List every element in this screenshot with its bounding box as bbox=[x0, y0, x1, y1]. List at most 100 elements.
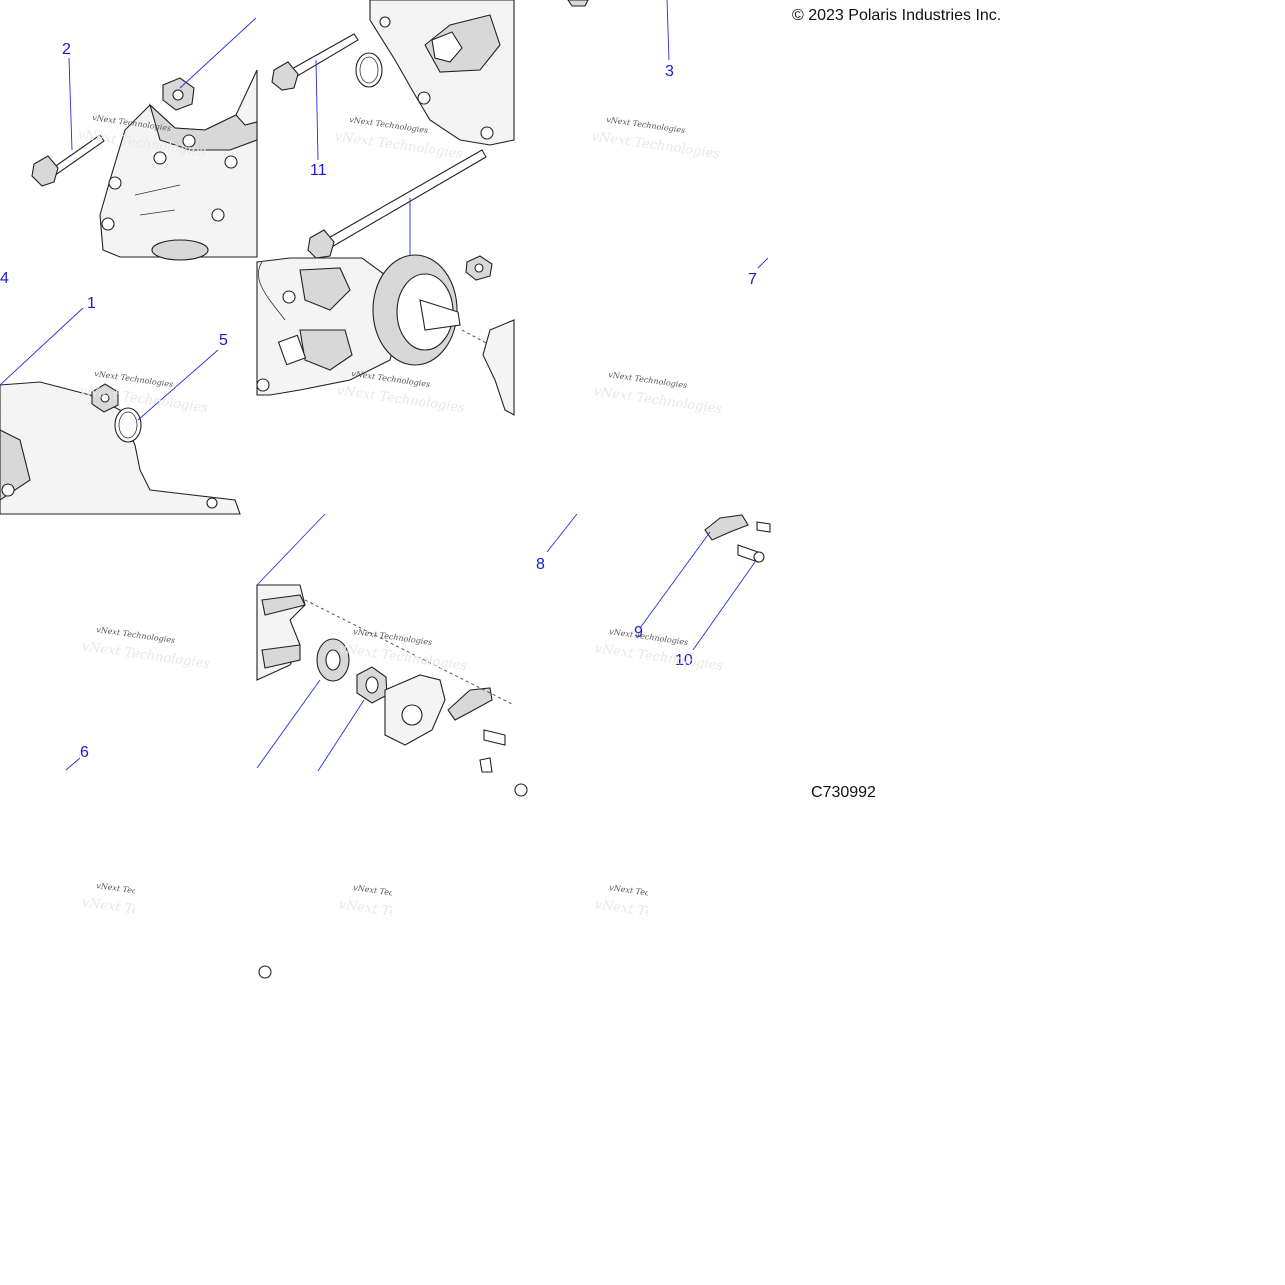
callout-4: 4 bbox=[0, 270, 9, 287]
watermark-9: vNext Technologies vNext Technologies bbox=[594, 627, 724, 674]
leader-11 bbox=[315, 59, 319, 161]
tile-top-right bbox=[567, 0, 589, 7]
washer-hole bbox=[325, 649, 341, 671]
flange-nut-lower bbox=[91, 383, 119, 413]
leader-yoke bbox=[256, 513, 326, 586]
housing-lower-face bbox=[0, 429, 31, 501]
watermark-shadow: vNext Technologies bbox=[338, 897, 468, 930]
tile-center bbox=[256, 254, 515, 416]
watermark-10-clip: vNext Technologies vNext Technologies bbox=[81, 881, 211, 928]
leader-5 bbox=[137, 349, 219, 421]
watermark-shadow: vNext Technologies bbox=[336, 383, 466, 416]
leader-7 bbox=[757, 257, 769, 269]
watermark-7: vNext Technologies vNext Technologies bbox=[81, 625, 211, 672]
nut-hole bbox=[100, 393, 110, 403]
leader-10 bbox=[692, 561, 756, 651]
strap-9 bbox=[704, 514, 749, 541]
small-bolt-head bbox=[514, 783, 528, 797]
cover-bolt-head bbox=[379, 16, 391, 28]
callout-1: 1 bbox=[87, 295, 96, 312]
watermark-shadow: vNext Technologies bbox=[81, 639, 211, 672]
long-bolt bbox=[307, 149, 487, 259]
nut-bore bbox=[365, 676, 379, 694]
watermark-11-clip: vNext Technologies vNext Technologies bbox=[338, 883, 468, 930]
tile-bottom-center bbox=[256, 584, 528, 797]
o-ring-inner bbox=[118, 411, 138, 439]
housing-bolt-head bbox=[153, 151, 167, 165]
copyright-notice: © 2023 Polaris Industries Inc. bbox=[792, 7, 1002, 24]
housing-bolt-head bbox=[101, 217, 115, 231]
wire-harness bbox=[257, 261, 286, 321]
watermark-shadow: vNext Technologies bbox=[338, 641, 468, 674]
bolt-head bbox=[271, 61, 299, 91]
yoke-partial bbox=[482, 319, 515, 416]
callout-8: 8 bbox=[536, 556, 545, 573]
cover-bolt-head bbox=[480, 126, 494, 140]
strap-clamp bbox=[447, 687, 493, 721]
leader-washer bbox=[256, 679, 321, 769]
case-bolt-head bbox=[282, 290, 296, 304]
bolt-shank bbox=[324, 149, 487, 249]
housing-bolt-head bbox=[206, 497, 218, 509]
leader-1 bbox=[0, 307, 84, 386]
leader-8 bbox=[546, 513, 578, 553]
case-nut bbox=[465, 255, 493, 281]
callout-6: 6 bbox=[80, 744, 89, 761]
case-bolt-head bbox=[256, 378, 270, 392]
watermark-3: vNext Technologies vNext Technologies bbox=[591, 115, 721, 162]
fragment-part bbox=[567, 0, 589, 7]
flange-nut bbox=[162, 77, 195, 111]
small-bolt-head bbox=[258, 965, 272, 979]
tile-middle-left bbox=[0, 381, 241, 515]
leader-lines bbox=[0, 0, 769, 772]
watermark-shadow: vNext Technologies bbox=[594, 897, 724, 930]
housing-bolt-head bbox=[108, 176, 122, 190]
cover-bolt-head bbox=[417, 91, 431, 105]
watermark-8: vNext Technologies vNext Technologies bbox=[338, 627, 468, 674]
watermark-shadow: vNext Technologies bbox=[594, 641, 724, 674]
hub-nut bbox=[431, 31, 463, 63]
housing-bolt-head bbox=[1, 483, 15, 497]
callout-2: 2 bbox=[62, 41, 71, 58]
cap-screw-small bbox=[756, 521, 771, 533]
tile-top-middle bbox=[271, 0, 515, 259]
leader-3 bbox=[666, 0, 670, 61]
callout-11: 11 bbox=[310, 162, 327, 179]
strap-bolt-2 bbox=[479, 757, 493, 773]
housing-bolt-head bbox=[211, 208, 225, 222]
housing-bearing bbox=[151, 239, 209, 261]
leader-nut-top bbox=[179, 17, 257, 89]
yoke-ear bbox=[261, 594, 306, 616]
leader-nut bbox=[317, 699, 365, 772]
o-ring-inner bbox=[359, 56, 379, 84]
gearcase-boss bbox=[299, 267, 351, 311]
leader-9 bbox=[639, 531, 711, 629]
watermark-shadow: vNext Technologies bbox=[593, 384, 723, 417]
nut-hole bbox=[474, 263, 484, 273]
bolt-head bbox=[307, 229, 335, 259]
cap-screw-head bbox=[753, 551, 765, 563]
watermark-6: vNext Technologies vNext Technologies bbox=[593, 370, 723, 417]
assembly-path bbox=[304, 599, 515, 706]
housing-detail bbox=[134, 184, 181, 216]
flange-bolt-11 bbox=[271, 33, 359, 91]
bolt-head bbox=[31, 155, 59, 187]
cross-cap bbox=[401, 704, 423, 726]
yoke-ear bbox=[261, 644, 301, 669]
callout-7: 7 bbox=[748, 271, 757, 288]
watermark-shadow: vNext Technologies bbox=[81, 895, 211, 928]
spline-shaft bbox=[419, 299, 461, 331]
tile-middle-right bbox=[704, 514, 771, 563]
nut-hole bbox=[172, 89, 184, 101]
tile-top-left bbox=[31, 69, 258, 261]
bolt-shank bbox=[289, 33, 359, 79]
callout-5: 5 bbox=[219, 332, 228, 349]
watermark-5: vNext Technologies vNext Technologies bbox=[336, 369, 466, 416]
callout-10: 10 bbox=[675, 652, 693, 669]
watermark-shadow: vNext Technologies bbox=[591, 129, 721, 162]
strap-bolt bbox=[483, 729, 506, 746]
watermark-shadow: vNext Technologies bbox=[334, 129, 464, 162]
leader-6 bbox=[65, 757, 81, 771]
figure-code: C730992 bbox=[811, 784, 876, 801]
